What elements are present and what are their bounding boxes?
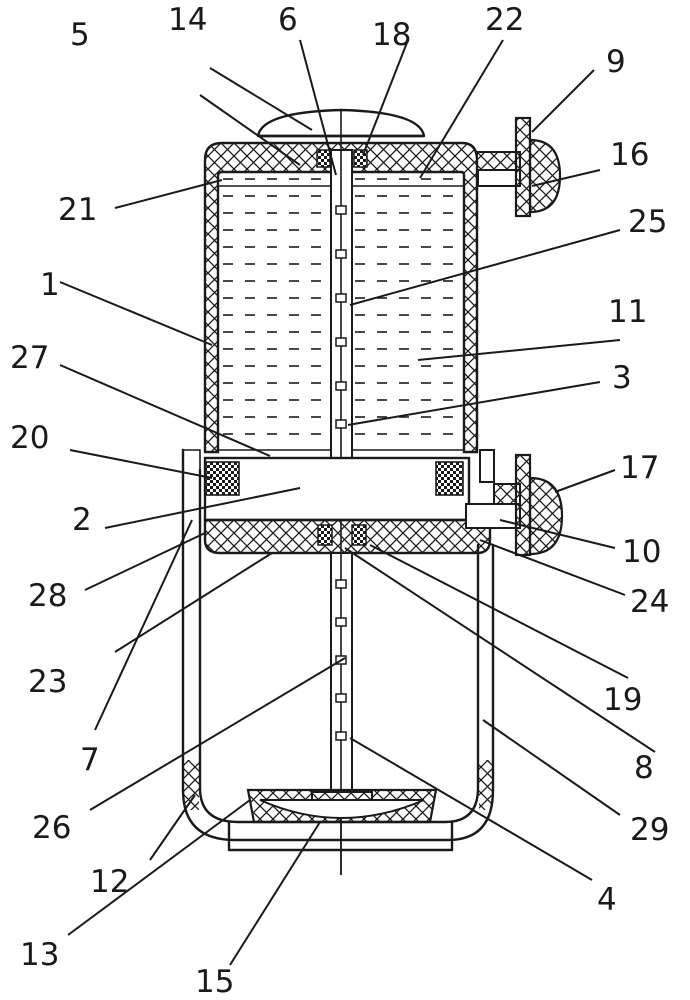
- part-labels: 5 14 6 18 22 9 16 21 25 1 11 27 3 20 17 …: [10, 2, 669, 1000]
- upper-seal-left: [316, 149, 331, 168]
- label-2: 2: [72, 502, 92, 538]
- label-5: 5: [70, 17, 90, 53]
- label-4: 4: [597, 882, 617, 918]
- lower-outlet: [465, 449, 564, 557]
- press-button: [256, 108, 426, 138]
- label-1: 1: [40, 267, 60, 303]
- label-26: 26: [32, 810, 71, 846]
- label-12: 12: [90, 864, 129, 900]
- label-13: 13: [20, 937, 59, 973]
- label-11: 11: [608, 294, 647, 330]
- label-15: 15: [195, 964, 234, 1000]
- label-23: 23: [28, 664, 67, 700]
- label-17: 17: [620, 450, 659, 486]
- label-21: 21: [58, 192, 97, 228]
- label-27: 27: [10, 340, 49, 376]
- upper-container: [203, 141, 479, 454]
- label-14: 14: [168, 2, 207, 38]
- piston: [203, 456, 471, 522]
- label-19: 19: [603, 682, 642, 718]
- label-25: 25: [628, 204, 667, 240]
- label-10: 10: [622, 534, 661, 570]
- label-3: 3: [612, 360, 632, 396]
- liquid-chamber: [219, 174, 463, 451]
- label-9: 9: [606, 44, 626, 80]
- label-16: 16: [610, 137, 649, 173]
- label-29: 29: [630, 812, 669, 848]
- label-24: 24: [630, 584, 669, 620]
- upper-seal-right: [353, 149, 368, 168]
- label-6: 6: [278, 2, 298, 38]
- bottom-plate: [227, 788, 454, 852]
- label-7: 7: [80, 742, 100, 778]
- label-8: 8: [634, 750, 654, 786]
- lower-rod: [330, 552, 353, 875]
- leader-lines: [59, 39, 656, 966]
- lower-base-block: [203, 518, 492, 555]
- label-18: 18: [372, 17, 411, 53]
- label-20: 20: [10, 420, 49, 456]
- label-22: 22: [485, 2, 524, 38]
- upper-outlet: [476, 116, 562, 218]
- label-28: 28: [28, 578, 67, 614]
